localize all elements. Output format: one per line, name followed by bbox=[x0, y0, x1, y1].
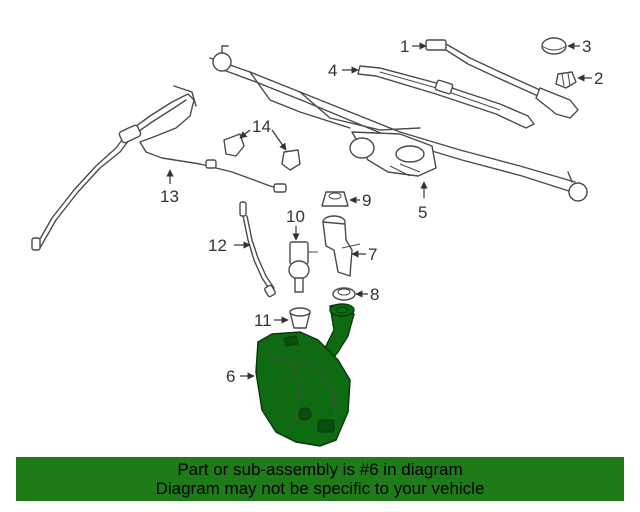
callout-4: 4 bbox=[328, 61, 337, 80]
callout-10: 10 bbox=[286, 207, 305, 226]
part-3-cap[interactable] bbox=[541, 37, 567, 55]
fitment-banner: Part or sub-assembly is #6 in diagram Di… bbox=[16, 457, 624, 501]
part-13-hose-assembly[interactable] bbox=[31, 85, 287, 251]
part-7-filler-neck[interactable] bbox=[322, 215, 361, 277]
banner-line-1: Part or sub-assembly is #6 in diagram bbox=[177, 460, 463, 479]
part-8-grommet[interactable] bbox=[332, 287, 356, 301]
callout-1: 1 bbox=[400, 37, 409, 56]
callout-5: 5 bbox=[418, 203, 427, 222]
leader-lines bbox=[166, 42, 592, 380]
callout-labels: 1 2 3 4 5 6 7 8 9 10 11 12 13 14 bbox=[160, 37, 603, 386]
part-9-grommet[interactable] bbox=[321, 191, 349, 207]
callout-8: 8 bbox=[370, 285, 379, 304]
part-14-clips[interactable] bbox=[223, 133, 301, 171]
banner-line-2: Diagram may not be specific to your vehi… bbox=[155, 479, 485, 498]
part-12-washer-hose[interactable] bbox=[239, 201, 276, 298]
callout-12: 12 bbox=[208, 236, 227, 255]
part-4-wiper-blade[interactable] bbox=[357, 65, 535, 129]
part-10-washer-pump[interactable] bbox=[288, 241, 318, 293]
callout-6: 6 bbox=[226, 367, 235, 386]
callout-2: 2 bbox=[594, 69, 603, 88]
callout-13: 13 bbox=[160, 187, 179, 206]
part-2-nut[interactable] bbox=[555, 71, 577, 89]
parts-diagram: 1 2 3 4 5 6 7 8 9 10 11 12 13 14 bbox=[31, 37, 603, 447]
part-1-wiper-arm[interactable] bbox=[425, 39, 579, 119]
part-5-wiper-linkage[interactable] bbox=[209, 45, 588, 202]
callout-9: 9 bbox=[362, 191, 371, 210]
part-6-washer-reservoir[interactable] bbox=[255, 303, 355, 447]
callout-11: 11 bbox=[254, 311, 272, 330]
callout-7: 7 bbox=[368, 245, 377, 264]
callout-3: 3 bbox=[582, 37, 591, 56]
callout-14: 14 bbox=[252, 117, 271, 136]
part-11-grommet[interactable] bbox=[289, 307, 311, 329]
